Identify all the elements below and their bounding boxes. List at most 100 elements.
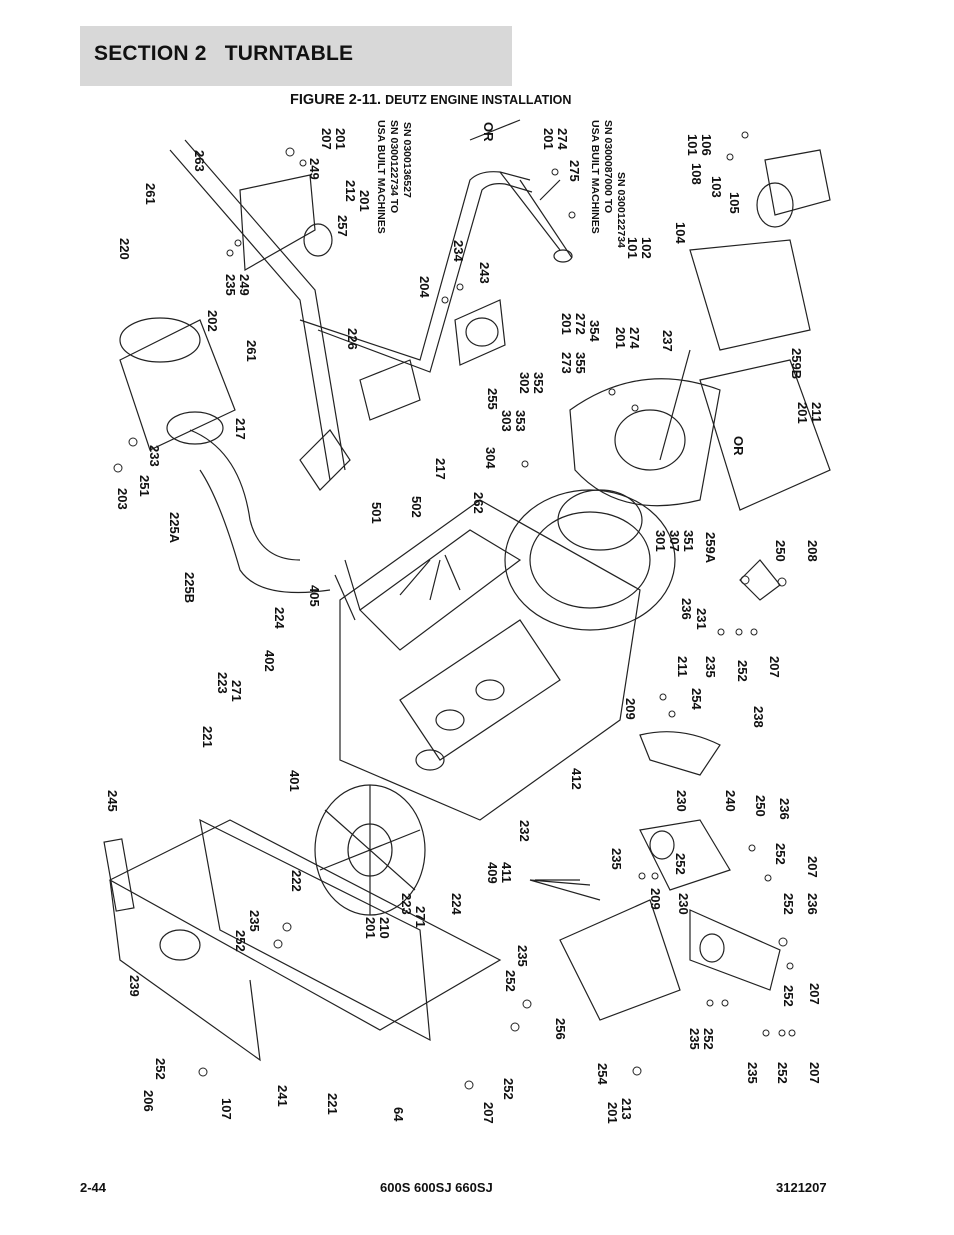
callout-207: 207 <box>767 656 782 678</box>
callout-225b: 225B <box>182 572 197 603</box>
callout-254: 254 <box>689 688 704 710</box>
note-usa-a-line1: USA BUILT MACHINES <box>375 120 387 234</box>
callout-239: 239 <box>127 975 142 997</box>
figure-title: FIGURE 2-11. DEUTZ ENGINE INSTALLATION <box>290 92 571 108</box>
callout-252: 252 <box>233 930 248 952</box>
callout-213: 213 <box>619 1098 634 1120</box>
callout-241: 241 <box>275 1085 290 1107</box>
callout-210: 210 <box>377 917 392 939</box>
callout-64: 64 <box>391 1107 406 1122</box>
callout-212: 212 <box>343 180 358 202</box>
callout-237: 237 <box>660 330 675 352</box>
callout-105: 105 <box>727 192 742 214</box>
callout-208: 208 <box>805 540 820 562</box>
callout-245: 245 <box>105 790 120 812</box>
callout-206: 206 <box>141 1090 156 1112</box>
callout-307: 307 <box>667 530 682 552</box>
callout-274: 274 <box>627 327 642 349</box>
callout-201: 201 <box>605 1102 620 1124</box>
callout-252: 252 <box>153 1058 168 1080</box>
callout-232: 232 <box>517 820 532 842</box>
callout-352: 352 <box>531 372 546 394</box>
callout-249: 249 <box>237 274 252 296</box>
callout-106: 106 <box>699 134 714 156</box>
callout-351: 351 <box>681 530 696 552</box>
callout-223: 223 <box>215 672 230 694</box>
callout-207: 207 <box>481 1102 496 1124</box>
callout-271: 271 <box>413 906 428 928</box>
callout-101: 101 <box>685 134 700 156</box>
footer-models: 600S 600SJ 660SJ <box>380 1180 493 1195</box>
callout-207: 207 <box>319 128 334 150</box>
note-usa-b-line1: USA BUILT MACHINES <box>589 120 601 234</box>
callout-302: 302 <box>517 372 532 394</box>
callout-501: 501 <box>369 502 384 524</box>
callout-104: 104 <box>673 222 688 244</box>
callout-226: 226 <box>345 328 360 350</box>
callout-263: 263 <box>192 150 207 172</box>
callout-235: 235 <box>745 1062 760 1084</box>
callout-252: 252 <box>773 843 788 865</box>
callout-201: 201 <box>613 327 628 349</box>
callout-249: 249 <box>307 158 322 180</box>
callout-353: 353 <box>513 410 528 432</box>
callout-209: 209 <box>623 698 638 720</box>
note-usa-b-line3: SN 0300122734 <box>615 172 627 248</box>
callout-304: 304 <box>483 447 498 469</box>
callout-354: 354 <box>587 320 602 342</box>
callout-201: 201 <box>363 917 378 939</box>
callout-255: 255 <box>485 388 500 410</box>
section-title: TURNTABLE <box>224 42 354 65</box>
callout-261: 261 <box>143 183 158 205</box>
callout-252: 252 <box>735 660 750 682</box>
callout-102: 102 <box>639 237 654 259</box>
callout-250: 250 <box>753 795 768 817</box>
callout-236: 236 <box>805 893 820 915</box>
figure-caption: DEUTZ ENGINE INSTALLATION <box>385 93 572 107</box>
callout-252: 252 <box>501 1078 516 1100</box>
callout-402: 402 <box>262 650 277 672</box>
callout-261: 261 <box>244 340 259 362</box>
callout-201: 201 <box>559 313 574 335</box>
callout-225a: 225A <box>167 512 182 544</box>
callout-103: 103 <box>709 176 724 198</box>
callout-202: 202 <box>205 310 220 332</box>
page-number: 2-44 <box>80 1180 107 1195</box>
callout-273: 273 <box>559 352 574 374</box>
callout-201: 201 <box>333 128 348 150</box>
callout-252: 252 <box>701 1028 716 1050</box>
callout-235: 235 <box>687 1028 702 1050</box>
callout-231: 231 <box>694 608 709 630</box>
footer-doc-number: 3121207 <box>776 1180 827 1195</box>
callout-262: 262 <box>471 492 486 514</box>
section-header: SECTION 2 TURNTABLE <box>80 26 512 86</box>
note-or-plate: OR <box>731 436 746 456</box>
callout-259a: 259A <box>703 532 718 564</box>
callout-240: 240 <box>723 790 738 812</box>
callout-411: 411 <box>499 862 514 883</box>
callout-201: 201 <box>357 190 372 212</box>
callout-257: 257 <box>335 215 350 237</box>
callout-203: 203 <box>115 488 130 510</box>
callout-252: 252 <box>781 985 796 1007</box>
callout-211: 211 <box>809 402 824 423</box>
callout-252: 252 <box>781 893 796 915</box>
callout-107: 107 <box>219 1098 234 1120</box>
callout-355: 355 <box>573 352 588 374</box>
callout-250: 250 <box>773 540 788 562</box>
callout-272: 272 <box>573 313 588 335</box>
callout-251: 251 <box>137 475 152 497</box>
callout-243: 243 <box>477 262 492 284</box>
callout-252: 252 <box>775 1062 790 1084</box>
callout-412: 412 <box>569 768 584 790</box>
note-or-top: OR <box>481 122 496 142</box>
callout-235: 235 <box>515 945 530 967</box>
callout-238: 238 <box>751 706 766 728</box>
engine-exploded-diagram: 207 201 249 263 261 212 201 257 220 235 … <box>103 119 831 1124</box>
callout-220: 220 <box>117 238 132 260</box>
callout-234: 234 <box>451 240 466 262</box>
callout-259b: 259B <box>789 348 804 379</box>
callout-221: 221 <box>200 726 215 748</box>
note-usa-a-line2: SN 0300122734 TO <box>388 120 400 213</box>
callout-233: 233 <box>147 445 162 467</box>
